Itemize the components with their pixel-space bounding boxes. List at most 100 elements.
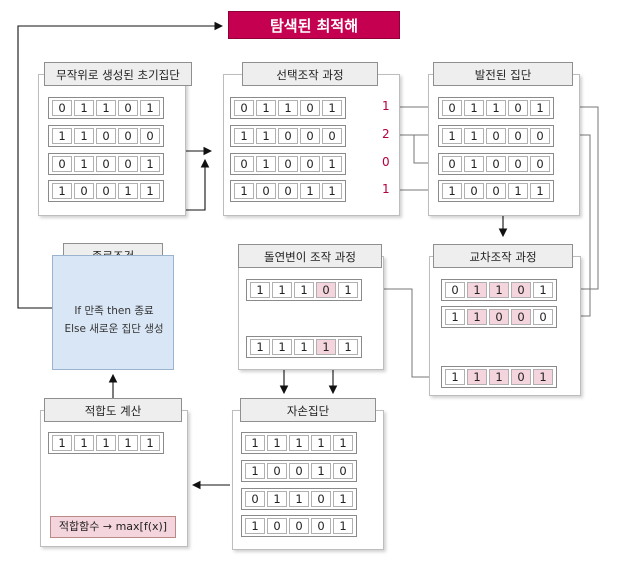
- bit-cell: 1: [245, 435, 265, 451]
- selection-title: 선택조작 과정: [242, 62, 378, 86]
- bit-cell: 1: [272, 282, 292, 298]
- bit-cell: 1: [52, 435, 72, 451]
- bit-cell: 0: [289, 463, 309, 479]
- selection-count: 2: [382, 127, 390, 141]
- bit-cell: 1: [338, 282, 358, 298]
- bit-cell: 1: [74, 156, 94, 172]
- bit-cell: 0: [96, 183, 116, 199]
- bit-cell: 0: [300, 156, 320, 172]
- bit-cell: 1: [445, 369, 465, 385]
- bit-cell: 1: [322, 183, 342, 199]
- bit-cell: 1: [289, 491, 309, 507]
- bit-cell: 0: [445, 282, 465, 298]
- bit-cell: 0: [486, 128, 506, 144]
- bit-cell: 1: [74, 128, 94, 144]
- bit-cell: 1: [486, 100, 506, 116]
- mutation-title: 돌연변이 조작 과정: [238, 244, 382, 268]
- bit-cell: 1: [267, 435, 287, 451]
- bit-cell: 1: [530, 183, 550, 199]
- fitness-title: 적합도 계산: [44, 398, 182, 422]
- bit-cell: 0: [52, 100, 72, 116]
- bit-cell: 1: [322, 156, 342, 172]
- bit-cell: 1: [267, 491, 287, 507]
- bit-cell: 0: [289, 518, 309, 534]
- bit-cell: 1: [74, 100, 94, 116]
- bit-cell: 0: [234, 100, 254, 116]
- bit-cell: 1: [140, 156, 160, 172]
- optimal-solution-title: 탐색된 최적해: [228, 11, 400, 39]
- bit-cell: 0: [140, 128, 160, 144]
- bit-cell: 0: [256, 183, 276, 199]
- selection-count: 1: [382, 99, 390, 113]
- bit-cell: 0: [118, 156, 138, 172]
- bit-cell: 1: [338, 339, 358, 355]
- bit-cell: 0: [533, 309, 553, 325]
- bit-cell: 1: [294, 282, 314, 298]
- bit-cell: 0: [316, 282, 336, 298]
- bit-cell: 0: [511, 282, 531, 298]
- crossover-title: 교차조작 과정: [433, 244, 573, 268]
- bit-cell: 0: [508, 156, 528, 172]
- bit-cell: 1: [250, 282, 270, 298]
- bit-cell: 1: [272, 339, 292, 355]
- bit-cell: 0: [278, 128, 298, 144]
- bit-cell: 0: [508, 100, 528, 116]
- bit-cell: 1: [245, 463, 265, 479]
- bit-cell: 1: [467, 309, 487, 325]
- bit-cell: 1: [333, 435, 353, 451]
- evolved-population-title: 발전된 집단: [433, 62, 573, 86]
- bit-cell: 1: [256, 156, 276, 172]
- bit-cell: 0: [300, 128, 320, 144]
- bit-cell: 1: [278, 100, 298, 116]
- bit-cell: 0: [96, 156, 116, 172]
- bit-cell: 0: [118, 128, 138, 144]
- bit-cell: 1: [489, 282, 509, 298]
- bit-cell: 1: [533, 282, 553, 298]
- bit-cell: 1: [294, 339, 314, 355]
- bit-cell: 0: [74, 183, 94, 199]
- selection-count: 0: [382, 155, 390, 169]
- bit-cell: 0: [278, 183, 298, 199]
- bit-cell: 0: [311, 491, 331, 507]
- bit-cell: 1: [234, 128, 254, 144]
- bit-cell: 1: [118, 183, 138, 199]
- bit-cell: 0: [234, 156, 254, 172]
- bit-cell: 1: [311, 435, 331, 451]
- termination-condition-box: If 만족 then 종료 Else 새로운 집단 생성: [52, 255, 174, 370]
- fitness-function-formula: 적합함수 → max[f(x)]: [50, 516, 176, 538]
- bit-cell: 0: [489, 309, 509, 325]
- bit-cell: 1: [333, 518, 353, 534]
- bit-cell: 0: [245, 491, 265, 507]
- bit-cell: 1: [300, 183, 320, 199]
- bit-cell: 1: [445, 309, 465, 325]
- bit-cell: 0: [278, 156, 298, 172]
- bit-cell: 0: [311, 518, 331, 534]
- bit-cell: 1: [52, 183, 72, 199]
- bit-cell: 0: [442, 100, 462, 116]
- bit-cell: 1: [140, 435, 160, 451]
- bit-cell: 0: [508, 128, 528, 144]
- bit-cell: 0: [118, 100, 138, 116]
- bit-cell: 1: [467, 369, 487, 385]
- bit-cell: 1: [442, 183, 462, 199]
- bit-cell: 1: [333, 491, 353, 507]
- bit-cell: 1: [250, 339, 270, 355]
- bit-cell: 1: [140, 183, 160, 199]
- bit-cell: 1: [322, 100, 342, 116]
- bit-cell: 0: [511, 369, 531, 385]
- bit-cell: 1: [96, 100, 116, 116]
